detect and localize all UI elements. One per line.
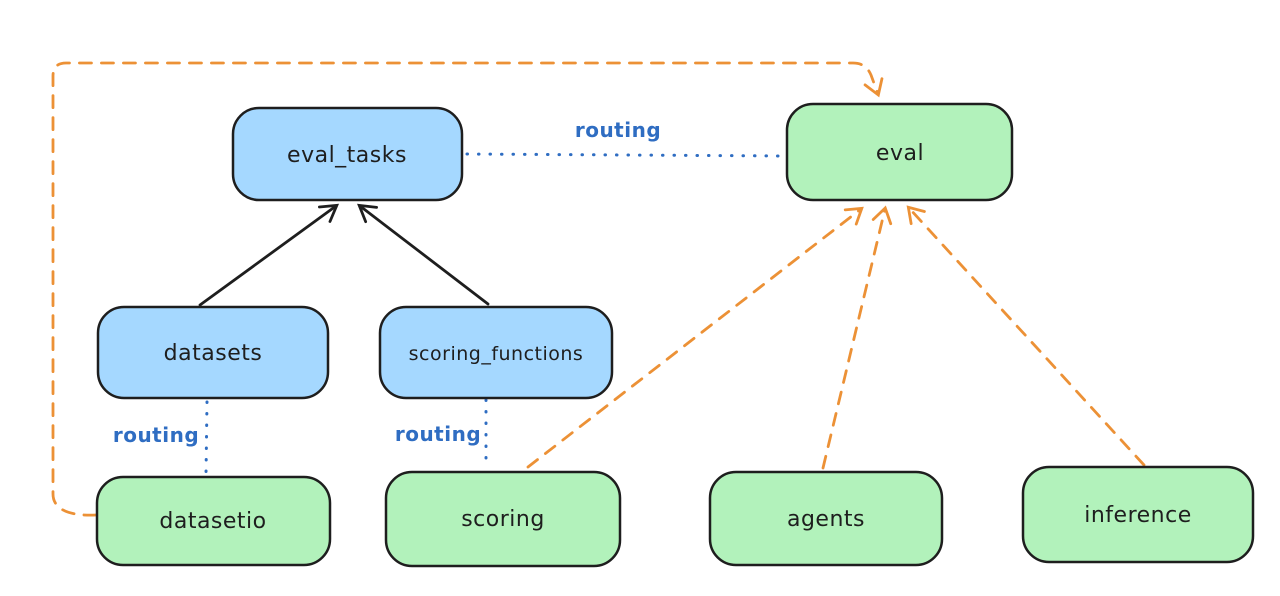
scoring-functions-box bbox=[378, 305, 614, 400]
edge-datasets-to-datasetio-routing bbox=[204, 400, 209, 476]
scoring-box bbox=[384, 470, 622, 568]
eval-label: eval bbox=[876, 141, 924, 166]
node-datasetio: datasetio bbox=[95, 475, 332, 567]
routing-label-datasetio: routing bbox=[113, 423, 199, 447]
datasets-label: datasets bbox=[164, 341, 263, 366]
edge-scoring-to-eval bbox=[526, 206, 864, 469]
edge-agents-to-eval bbox=[821, 205, 893, 470]
node-scoring: scoring bbox=[384, 470, 622, 568]
inference-label: inference bbox=[1084, 503, 1192, 528]
eval-box bbox=[785, 102, 1014, 202]
edge-inference-to-eval bbox=[906, 205, 1146, 467]
node-scoring-functions: scoring_functions bbox=[378, 305, 614, 400]
routing-label-top: routing bbox=[575, 118, 661, 142]
scoring-functions-label: scoring_functions bbox=[409, 343, 584, 365]
node-datasets: datasets bbox=[96, 305, 330, 400]
node-agents: agents bbox=[708, 470, 944, 567]
datasetio-label: datasetio bbox=[159, 509, 266, 534]
routing-label-scoring: routing bbox=[395, 422, 481, 446]
inference-box bbox=[1021, 465, 1255, 564]
edge-datasetio-to-eval bbox=[51, 61, 884, 517]
node-inference: inference bbox=[1021, 465, 1255, 564]
datasetio-box bbox=[95, 475, 332, 567]
node-eval: eval bbox=[785, 102, 1014, 202]
edge-eval-tasks-to-eval-routing bbox=[465, 152, 788, 158]
edge-scoring-functions-to-eval-tasks bbox=[357, 203, 490, 306]
edge-labels: routing routing routing bbox=[113, 118, 661, 447]
agents-box bbox=[708, 470, 944, 567]
datasets-box bbox=[96, 305, 330, 400]
scoring-label: scoring bbox=[461, 507, 545, 532]
node-eval-tasks: eval_tasks bbox=[231, 106, 464, 202]
eval-tasks-box bbox=[231, 106, 464, 202]
edge-datasets-to-eval-tasks bbox=[198, 203, 340, 307]
agents-label: agents bbox=[787, 507, 865, 532]
edges bbox=[51, 61, 1146, 517]
eval-tasks-label: eval_tasks bbox=[287, 143, 407, 168]
